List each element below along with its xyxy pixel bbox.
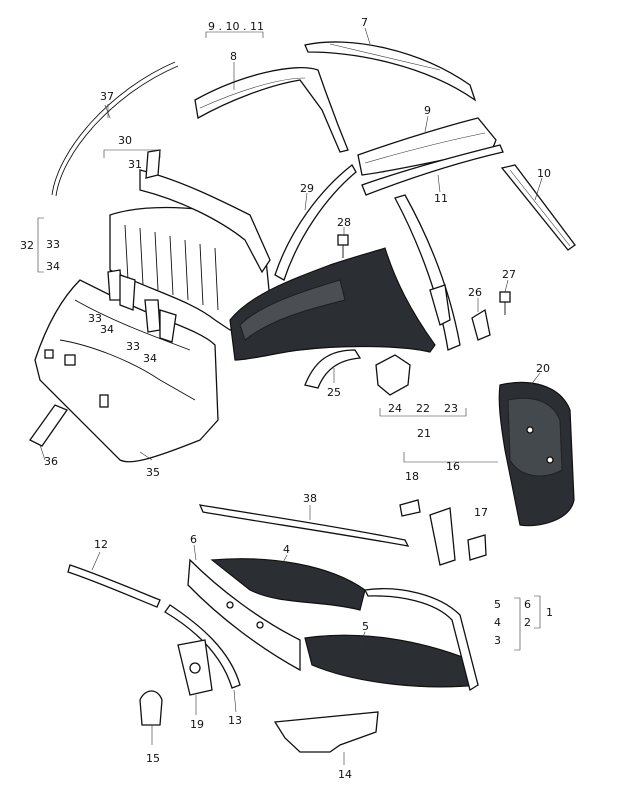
callout-10: 10 bbox=[537, 167, 551, 180]
callout-9: 9 bbox=[424, 104, 431, 117]
callout-26: 26 bbox=[468, 286, 482, 299]
callout-16: 16 bbox=[446, 460, 460, 473]
part-8-roof-frame bbox=[194, 67, 349, 153]
callout-35: 35 bbox=[146, 466, 160, 479]
part-13-strip bbox=[164, 604, 241, 689]
part-3-floor-edge bbox=[364, 588, 479, 692]
callout-25: 25 bbox=[327, 386, 341, 399]
callout-23: 23 bbox=[444, 402, 458, 415]
part-11-cross-member bbox=[361, 144, 504, 196]
louver-slots bbox=[124, 224, 219, 311]
callout-6b: 6 bbox=[524, 598, 531, 611]
callout-6a: 6 bbox=[190, 533, 197, 546]
callout-18: 18 bbox=[405, 470, 419, 483]
callout-36: 36 bbox=[44, 455, 58, 468]
callout-11: 11 bbox=[434, 192, 448, 205]
callout-3: 3 bbox=[494, 634, 501, 647]
callout-21: 21 bbox=[417, 427, 431, 440]
callout-32: 32 bbox=[20, 239, 34, 252]
part-33-34-brackets-right bbox=[144, 299, 177, 343]
part-15-cap bbox=[139, 690, 163, 726]
callout-12: 12 bbox=[94, 538, 108, 551]
callout-13: 13 bbox=[228, 714, 242, 727]
part-24-bracket bbox=[375, 354, 411, 396]
part-27-bolt bbox=[499, 291, 511, 315]
callout-1: 1 bbox=[546, 606, 553, 619]
callout-33b: 33 bbox=[88, 312, 102, 325]
callout-29: 29 bbox=[300, 182, 314, 195]
callout-17: 17 bbox=[474, 506, 488, 519]
leader-lines bbox=[37, 27, 543, 765]
callout-5b: 5 bbox=[494, 598, 501, 611]
part-18-tab bbox=[399, 499, 421, 517]
callout-top-group: 9 . 10 . 11 bbox=[208, 20, 264, 33]
part-26-clip bbox=[471, 308, 491, 341]
part-5-floor-panel bbox=[304, 634, 479, 688]
part-23-rear-pillar bbox=[394, 194, 461, 351]
callout-31: 31 bbox=[128, 158, 142, 171]
part-16-bracket bbox=[429, 507, 456, 566]
callout-20: 20 bbox=[536, 362, 550, 375]
part-33-34-brackets-left bbox=[107, 269, 136, 311]
part-36-plate bbox=[29, 404, 68, 447]
part-38-strip bbox=[198, 504, 410, 547]
callout-33a: 33 bbox=[46, 238, 60, 251]
part-9-cross-member bbox=[357, 117, 497, 176]
part-37-window-seal bbox=[51, 61, 179, 197]
part-30-rear-panel bbox=[109, 149, 271, 331]
part-10-pillar-strip bbox=[500, 164, 576, 251]
callout-22: 22 bbox=[416, 402, 430, 415]
part-6-sill bbox=[187, 558, 301, 672]
callout-27: 27 bbox=[502, 268, 516, 281]
callout-33c: 33 bbox=[126, 340, 140, 353]
callout-7: 7 bbox=[361, 16, 368, 29]
part-17-tab bbox=[467, 534, 487, 561]
callout-19: 19 bbox=[190, 718, 204, 731]
callout-37: 37 bbox=[100, 90, 114, 103]
part-14-plate bbox=[273, 711, 379, 753]
callout-4b: 4 bbox=[494, 616, 501, 629]
callout-4a: 4 bbox=[283, 543, 290, 556]
part-28-bolt bbox=[337, 234, 349, 258]
callout-15: 15 bbox=[146, 752, 160, 765]
callout-34a: 34 bbox=[46, 260, 60, 273]
callout-14: 14 bbox=[338, 768, 352, 781]
callout-28: 28 bbox=[337, 216, 351, 229]
part-25-bracket bbox=[304, 349, 362, 389]
callout-34b: 34 bbox=[100, 323, 114, 336]
part-12-strip bbox=[67, 564, 161, 608]
callout-34c: 34 bbox=[143, 352, 157, 365]
callout-8: 8 bbox=[230, 50, 237, 63]
part-7-roof-strip bbox=[304, 41, 477, 102]
part-20-inner-panel bbox=[498, 381, 575, 527]
callout-2: 2 bbox=[524, 616, 531, 629]
callout-5a: 5 bbox=[362, 620, 369, 633]
callout-30: 30 bbox=[118, 134, 132, 147]
callout-24: 24 bbox=[388, 402, 402, 415]
part-19-bracket bbox=[177, 639, 213, 696]
part-22-quarter-panel bbox=[229, 247, 436, 361]
callout-labels: 9 . 10 . 11 8 7 9 10 11 29 28 27 26 20 3… bbox=[20, 16, 553, 781]
callout-38: 38 bbox=[303, 492, 317, 505]
part-29-pillar bbox=[274, 164, 357, 281]
